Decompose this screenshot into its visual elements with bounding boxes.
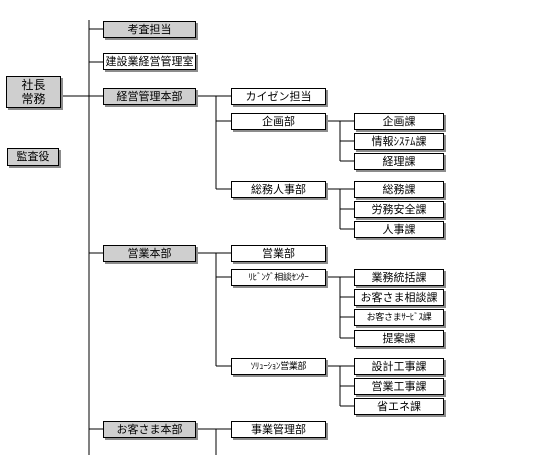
node-kensetsu[interactable]: 建設業経営管理室: [103, 53, 196, 70]
node-president-line1: 社長: [21, 78, 46, 92]
node-kikaku-ka[interactable]: 企画課: [354, 113, 444, 130]
node-okyaku[interactable]: お客さま本部: [103, 421, 196, 438]
node-eigyo[interactable]: 営業本部: [103, 245, 196, 262]
node-sekkei[interactable]: 設計工事課: [354, 358, 444, 375]
node-jigyo[interactable]: 事業管理部: [231, 421, 326, 438]
node-living[interactable]: ﾘﾋﾞﾝｸﾞ相談ｾﾝﾀｰ: [231, 269, 326, 286]
node-keiri[interactable]: 経理課: [354, 153, 444, 170]
node-eigyo-koji[interactable]: 営業工事課: [354, 378, 444, 395]
node-gyomu[interactable]: 業務統括課: [354, 269, 444, 286]
node-solution[interactable]: ｿﾘｭｰｼｮﾝ営業部: [231, 358, 326, 375]
node-soumu-jinji[interactable]: 総務人事部: [231, 181, 326, 198]
node-teian[interactable]: 提案課: [354, 330, 444, 347]
node-kaizen[interactable]: カイゼン担当: [231, 88, 326, 105]
node-service[interactable]: お客さまｻｰﾋﾞｽ課: [354, 309, 444, 326]
node-jinji[interactable]: 人事課: [354, 221, 444, 238]
node-sodan[interactable]: お客さま相談課: [354, 289, 444, 306]
node-president-line2: 常務: [21, 92, 46, 106]
node-eigyobu[interactable]: 営業部: [231, 245, 326, 262]
node-soumu-ka[interactable]: 総務課: [354, 181, 444, 198]
node-kousa[interactable]: 考査担当: [103, 21, 196, 38]
node-president[interactable]: 社長 常務: [6, 76, 61, 108]
node-roumu[interactable]: 労務安全課: [354, 201, 444, 218]
node-shoene[interactable]: 省エネ課: [354, 398, 444, 415]
node-kikaku[interactable]: 企画部: [231, 113, 326, 130]
node-auditor[interactable]: 監査役: [7, 148, 59, 166]
node-keiei[interactable]: 経営管理本部: [103, 88, 196, 105]
node-joho[interactable]: 情報ｼｽﾃﾑ課: [354, 133, 444, 150]
